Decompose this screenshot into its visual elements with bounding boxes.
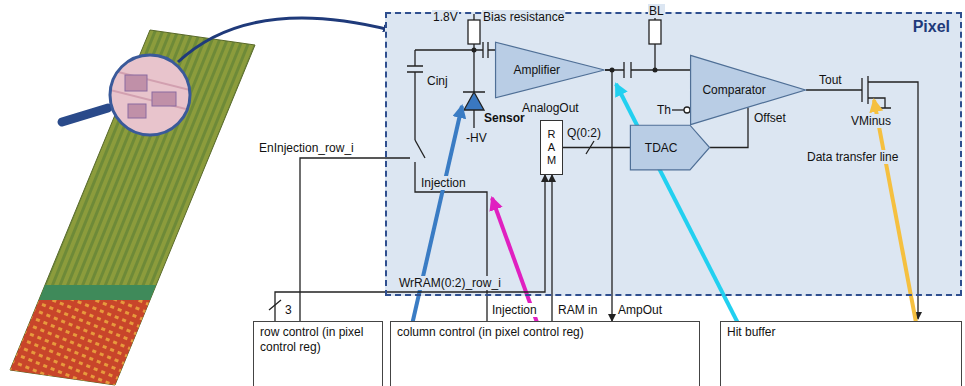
signal-wire — [551, 175, 552, 321]
capacitor-symbol — [624, 62, 631, 78]
signal-name: RAM in — [557, 303, 598, 317]
bus-width: 3 — [284, 303, 293, 317]
schematic-wire — [672, 109, 684, 110]
magnifier — [110, 55, 190, 135]
schematic-wire — [414, 50, 415, 66]
schematic-wire — [806, 89, 862, 90]
signal-wire — [275, 175, 545, 321]
junction-dot — [472, 48, 477, 53]
signal-wire — [605, 70, 612, 321]
zoom-arrow — [178, 18, 390, 62]
block-outline — [496, 42, 605, 97]
schematic-wire — [415, 162, 487, 321]
signal-wire — [563, 147, 630, 148]
ram-box: R A M — [540, 120, 563, 175]
chip-layout — [110, 90, 190, 110]
block-label: Amplifier — [502, 63, 572, 77]
capacitor-symbol — [407, 66, 423, 72]
schematic-wire — [269, 14, 918, 321]
resistor-symbol — [468, 20, 480, 44]
resistor-symbol — [649, 20, 661, 44]
signal-name: Th — [656, 103, 672, 117]
schematic-wire — [300, 158, 410, 321]
magnifier — [62, 108, 108, 122]
voltage-label: -HV — [465, 131, 488, 145]
signal-name: VMinus — [850, 114, 892, 128]
sensor-module — [10, 30, 255, 385]
signal-name: Data transfer line — [806, 150, 899, 164]
chip-layout — [110, 70, 190, 118]
signal-name: AnalogOut — [521, 101, 580, 115]
sensor-module — [10, 300, 150, 385]
bus-name: WrRAM(0:2)_row_i — [398, 276, 502, 290]
magnifier — [110, 55, 190, 135]
control-box: column control (in pixel control reg) — [390, 321, 700, 386]
schematic-wire — [414, 72, 415, 140]
magnifier — [62, 55, 190, 135]
block-label: Hit buffer — [727, 325, 955, 340]
chip-layout — [110, 70, 190, 90]
chip-layout — [152, 92, 176, 106]
switch-symbol — [415, 140, 425, 158]
signal-name: Tout — [818, 73, 843, 87]
block-label: Pixel — [913, 18, 950, 36]
control-box: row control (in pixel control reg) — [253, 321, 383, 386]
block-label: Comparator — [697, 83, 771, 97]
block-outline — [691, 55, 806, 124]
signal-name: Injection — [491, 303, 538, 317]
pixel-ground — [385, 12, 962, 296]
block-outline — [630, 125, 709, 170]
capacitor-symbol — [483, 42, 488, 58]
part-label: Cinj — [426, 74, 449, 88]
sensor-module — [10, 30, 255, 385]
signal-name: BL — [648, 4, 665, 18]
signal-name: Offset — [753, 111, 787, 125]
schematic-wire — [463, 92, 485, 128]
comparator-triangle: Comparator — [690, 55, 806, 125]
dac-block: TDAC — [630, 125, 710, 170]
signal-name: EnInjection_row_i — [258, 141, 355, 155]
bus-name: Q(0:2) — [566, 126, 602, 140]
signal-name: AmpOut — [617, 303, 663, 317]
amplifier-triangle: Amplifier — [495, 42, 605, 98]
inverter-bubble — [684, 107, 690, 113]
block-label: column control (in pixel control reg) — [397, 325, 693, 340]
block-label: row control (in pixel control reg) — [260, 325, 376, 355]
diode-symbol — [464, 92, 484, 110]
sensor-module — [39, 285, 156, 300]
part-label: Sensor — [483, 111, 526, 125]
chip-layout — [128, 104, 146, 118]
voltage-label: 1.8V — [432, 10, 459, 24]
block-label: R A M — [547, 128, 557, 167]
part-label: Bias resistance — [482, 10, 565, 24]
buffer-box: Hit buffer — [720, 321, 962, 386]
signal-wire — [605, 69, 690, 70]
block-label: TDAC — [630, 141, 692, 155]
signal-name: Injection — [420, 176, 467, 190]
chip-layout — [125, 75, 147, 91]
